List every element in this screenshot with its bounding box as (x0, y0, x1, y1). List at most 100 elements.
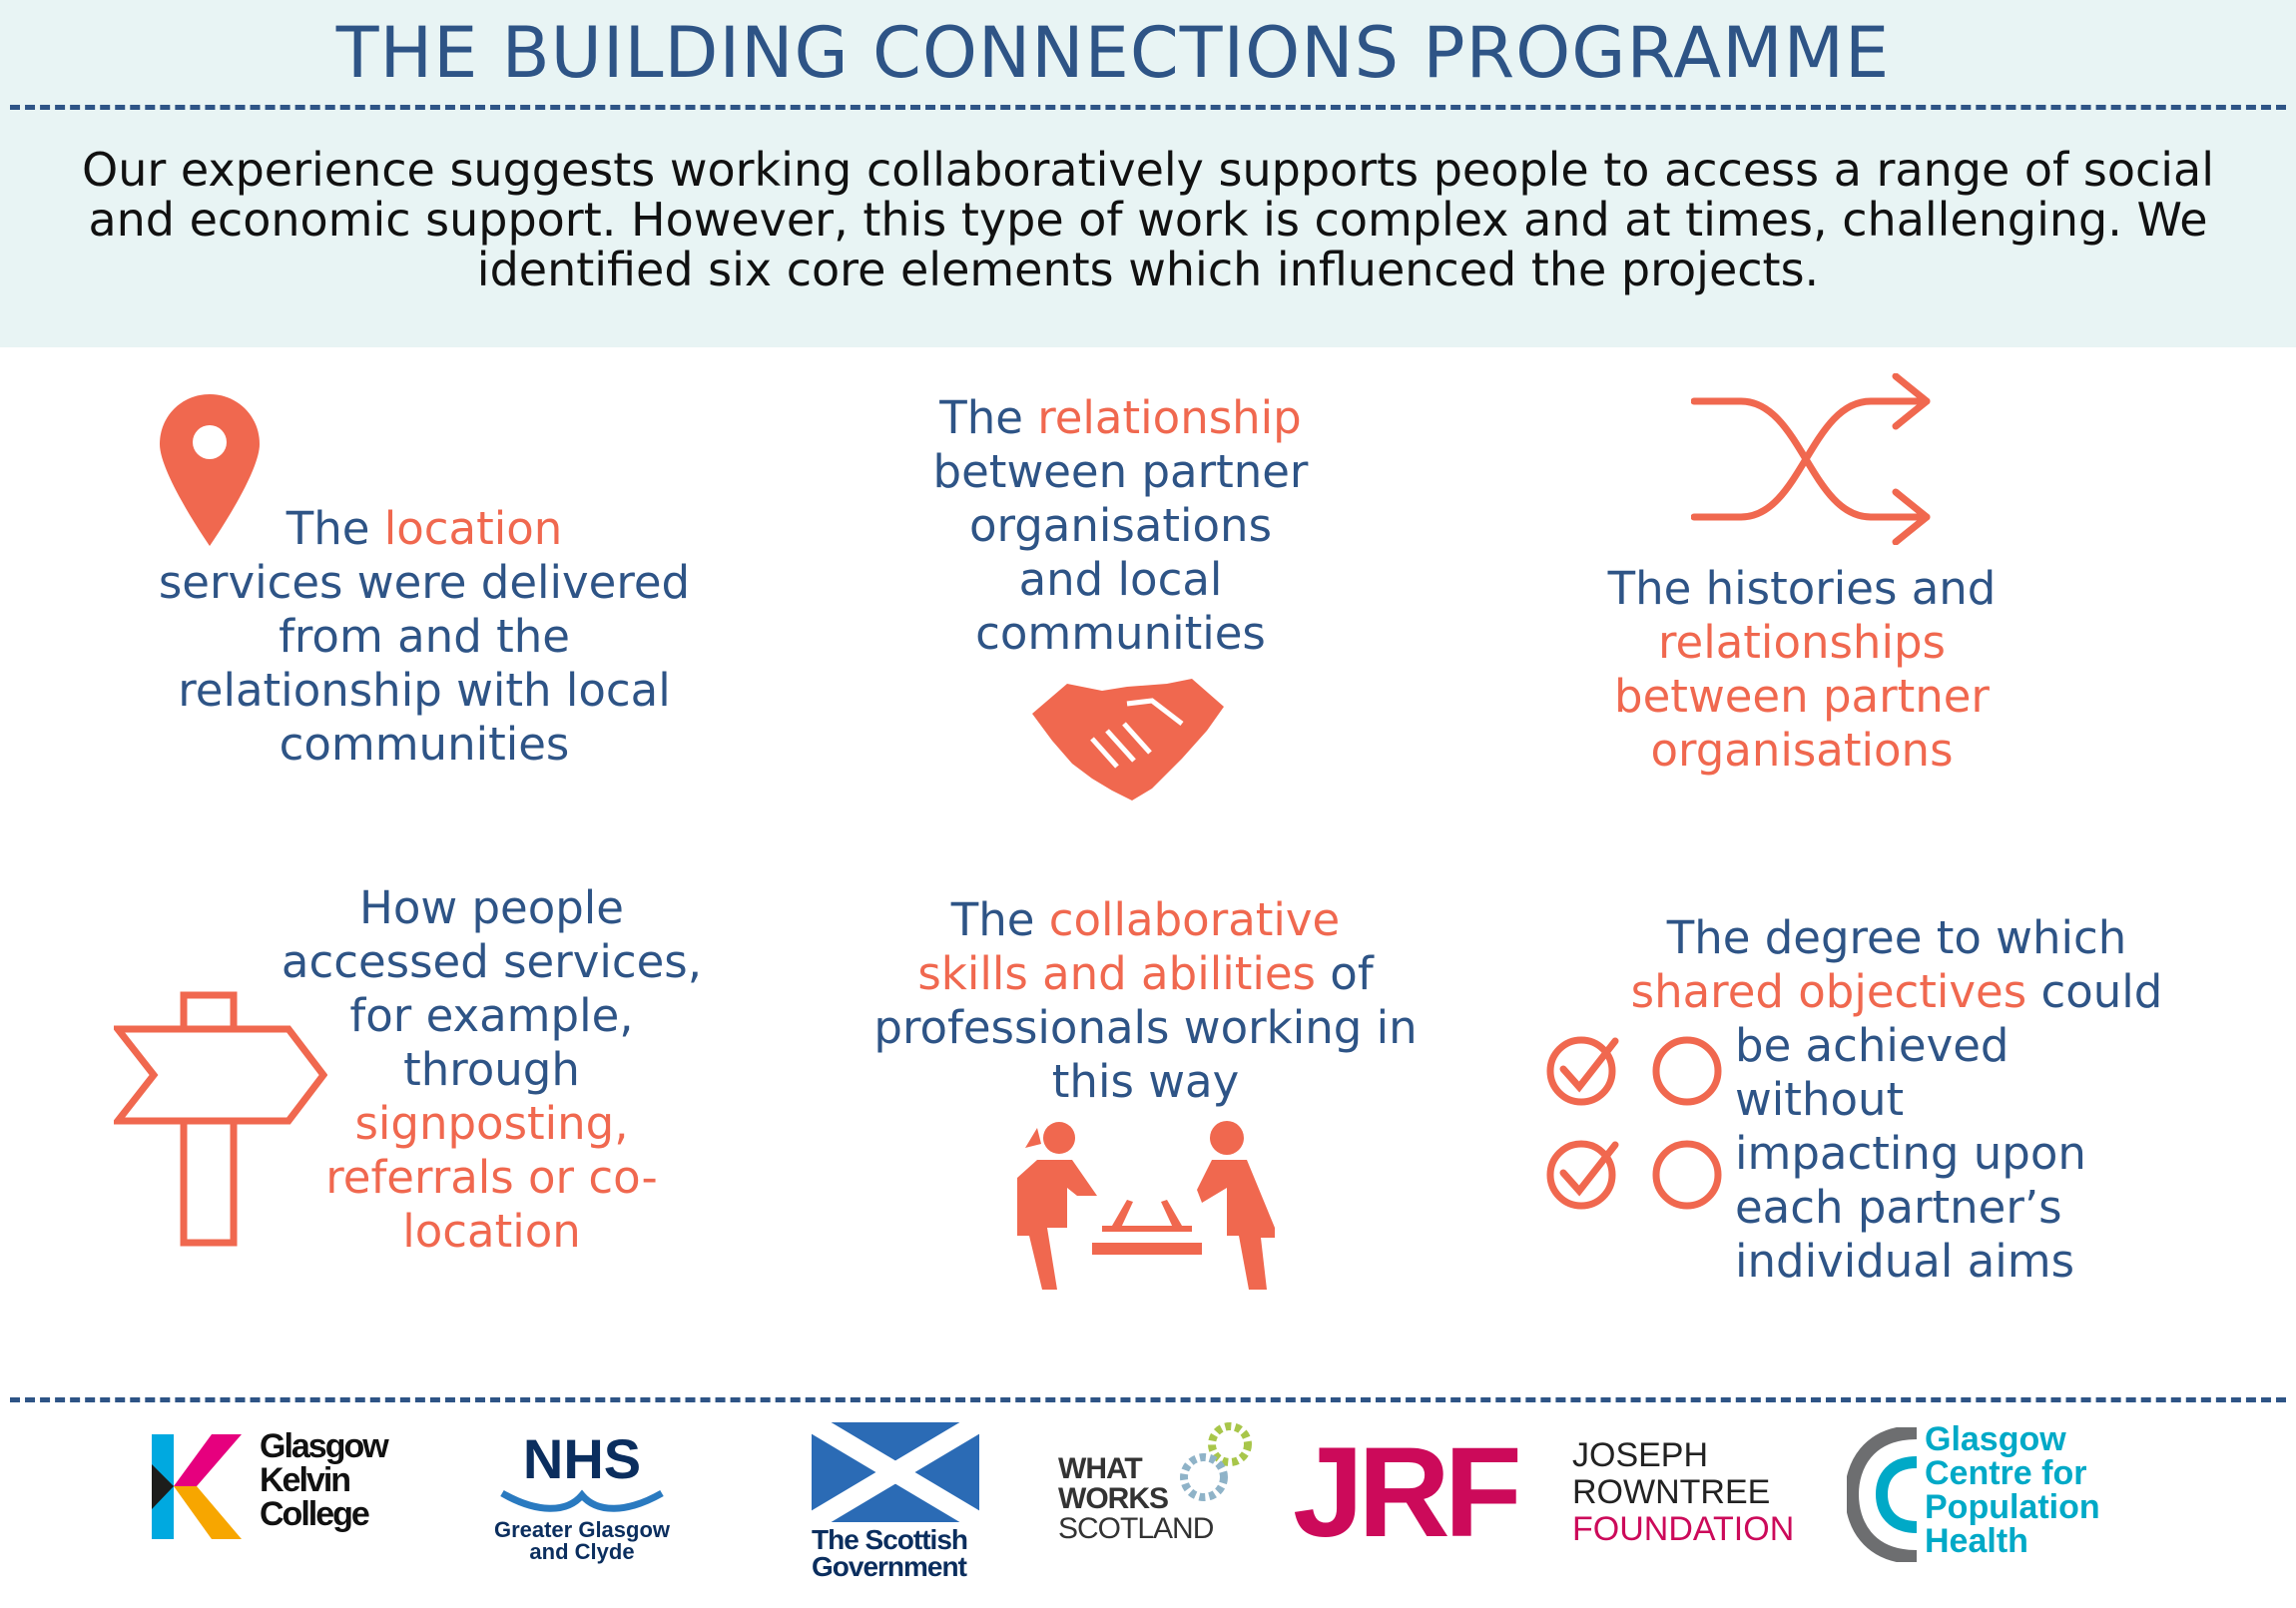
text-line: individual aims (1735, 1235, 2254, 1289)
highlighted-text: signposting, (354, 1097, 629, 1150)
text-line: between partner (799, 445, 1442, 499)
text-line: communities (799, 607, 1442, 661)
text-segment: services were delivered (158, 556, 691, 609)
nhs-ggc-logo: NHS Greater Glasgow and Clyde (487, 1429, 677, 1569)
text-segment: this way (1051, 1055, 1240, 1108)
jrf-logo: JRF JOSEPH ROWNTREE FOUNDATION (1293, 1421, 1812, 1564)
text-line: location (200, 1205, 784, 1259)
logo-text: WHAT (1058, 1452, 1143, 1485)
highlighted-text: referrals or co- (325, 1151, 658, 1204)
text-line: shared objectives could (1567, 965, 2226, 1019)
text-segment: The degree to which (1666, 911, 2127, 964)
text-line: How people (200, 881, 784, 935)
header-panel: THE BUILDING CONNECTIONS PROGRAMME Our e… (0, 0, 2296, 347)
logo-text: JOSEPH (1572, 1436, 1709, 1474)
highlighted-text: relationships (1658, 616, 1946, 669)
highlighted-text: organisations (1650, 724, 1954, 777)
text-line: for example, (200, 989, 784, 1043)
checklist-icon (1546, 1036, 1722, 1210)
footer-divider (10, 1397, 2286, 1402)
glasgow-kelvin-college-logo: Glasgow Kelvin College (152, 1429, 406, 1544)
highlighted-text: location (383, 502, 563, 555)
logo-text: Government (812, 1551, 967, 1582)
logo-text: Glasgow (260, 1427, 389, 1465)
text-line: from and the (85, 610, 764, 664)
logo-text: Health (1925, 1522, 2028, 1560)
text-line: relationships (1497, 616, 2106, 670)
text-line: The histories and (1497, 562, 2106, 616)
highlighted-text: between partner (1614, 670, 1990, 723)
text-line: organisations (799, 499, 1442, 553)
logo-text: ROWNTREE (1572, 1473, 1771, 1511)
text-segment: through (403, 1043, 580, 1096)
text-line: communities (85, 718, 764, 772)
text-line: services were delivered (85, 556, 764, 610)
text-segment: relationship with local (178, 664, 671, 717)
text-segment: could (2026, 965, 2163, 1018)
gcph-logo: Glasgow Centre for Population Health (1847, 1422, 2126, 1562)
logo-text: JRF (1293, 1421, 1522, 1564)
logo-text: Kelvin (260, 1461, 351, 1499)
logo-text: The Scottish (812, 1524, 968, 1555)
text-line: professionals working in (799, 1001, 1492, 1055)
text-line: between partner (1497, 670, 2106, 724)
text-segment: individual aims (1735, 1235, 2075, 1288)
logo-text: NHS (522, 1427, 642, 1490)
what-works-scotland-logo: WHAT WORKS SCOTLAND (1058, 1422, 1268, 1552)
page-title: THE BUILDING CONNECTIONS PROGRAMME (335, 12, 1891, 94)
highlighted-text: relationship (1037, 391, 1302, 444)
text-segment: The histories and (1607, 562, 1997, 615)
text-segment: without (1735, 1073, 1905, 1126)
text-line: referrals or co- (200, 1151, 784, 1205)
text-segment: organisations (968, 499, 1273, 552)
intro-text: Our experience suggests working collabor… (81, 143, 2214, 296)
text-line: The relationship (799, 391, 1442, 445)
text-segment: How people (358, 881, 624, 934)
logo-text: Population (1925, 1488, 2100, 1526)
highlighted-text: collaborative (1048, 893, 1341, 946)
text-segment: communities (279, 718, 570, 771)
text-line: impacting upon (1735, 1127, 2254, 1181)
text-segment: The (939, 391, 1038, 444)
text-line: The location (85, 502, 764, 556)
text-line: organisations (1497, 724, 2106, 778)
highlighted-text: shared objectives (1630, 965, 2027, 1018)
text-line: The degree to which (1567, 911, 2226, 965)
text-line: skills and abilities of (799, 947, 1492, 1001)
highlighted-text: skills and abilities (917, 947, 1316, 1000)
text-segment: for example, (349, 989, 634, 1042)
text-segment: The (950, 893, 1049, 946)
text-line: without (1735, 1073, 2254, 1127)
text-segment: each partner’s (1735, 1181, 2062, 1234)
text-segment: from and the (279, 610, 570, 663)
text-segment: and local (1018, 553, 1223, 606)
text-segment: The (286, 502, 384, 555)
text-line: and local (799, 553, 1442, 607)
highlighted-text: location (402, 1205, 581, 1258)
people-collaborating-icon (1017, 1121, 1275, 1290)
location-pin-icon (160, 394, 260, 546)
text-line: be achieved (1735, 1019, 2254, 1073)
text-segment: communities (975, 607, 1266, 660)
logo-text: FOUNDATION (1572, 1510, 1795, 1548)
logo-text: WORKS (1058, 1482, 1169, 1515)
text-line: through (200, 1043, 784, 1097)
header-divider (10, 105, 2286, 110)
text-line: The collaborative (799, 893, 1492, 947)
text-line: accessed services, (200, 935, 784, 989)
logo-text: College (260, 1495, 370, 1533)
text-segment: between partner (932, 445, 1309, 498)
text-segment: accessed services, (281, 935, 703, 988)
logo-text: SCOTLAND (1058, 1512, 1214, 1545)
text-segment: professionals working in (873, 1001, 1418, 1054)
logo-text: Centre for (1925, 1454, 2087, 1492)
text-segment: be achieved (1735, 1019, 2009, 1072)
text-segment: of (1315, 947, 1374, 1000)
